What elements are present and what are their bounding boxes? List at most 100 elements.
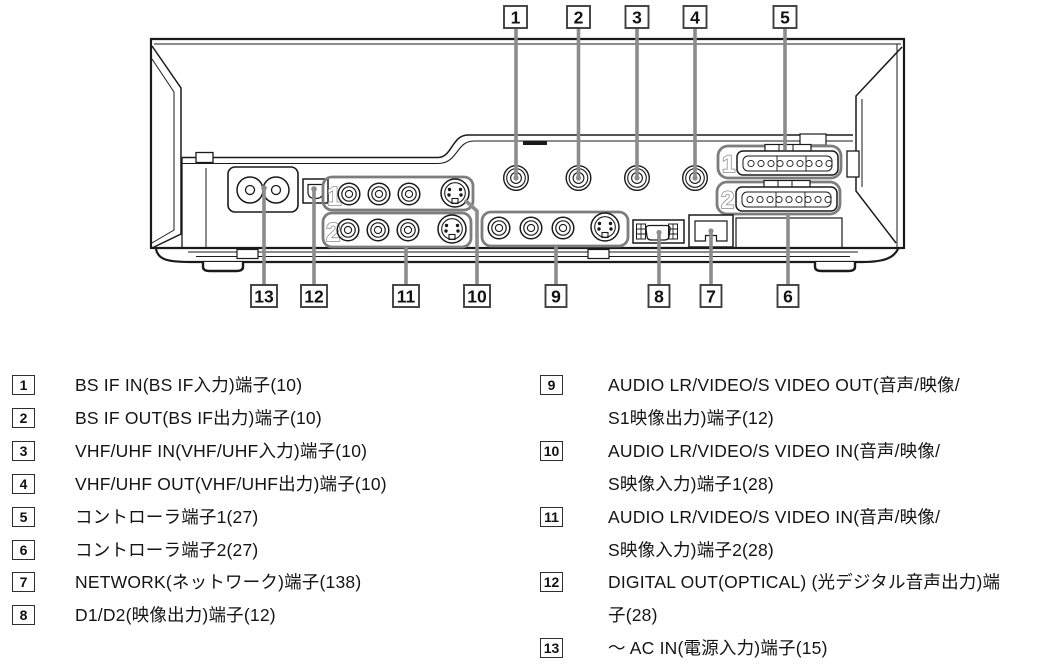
callout-9: 9 [544,284,568,308]
legend-item: 10 AUDIO LR/VIDEO/S VIDEO IN(音声/映像/ S映像入… [540,435,1038,501]
legend-item-text: AUDIO LR/VIDEO/S VIDEO OUT(音声/映像/ S1映像出力… [608,369,960,435]
svg-text:1: 1 [511,8,521,28]
callout-2: 2 [566,5,591,29]
callout-11: 11 [392,284,420,308]
legend-number-badge: 9 [540,375,563,395]
legend-item: 9 AUDIO LR/VIDEO/S VIDEO OUT(音声/映像/ S1映像… [540,369,1038,435]
legend-number-badge: 5 [12,506,35,527]
legend-item-line: S映像入力)端子1(28) [608,473,774,494]
legend-item-text: D1/D2(映像出力)端子(12) [75,605,276,626]
legend-item-line: ～ AC IN(電源入力)端子(15) [608,638,828,659]
callout-7: 7 [699,284,723,308]
legend-item-line: DIGITAL OUT(OPTICAL) (光デジタル音声出力)端 [608,572,1001,593]
callout-leader-lines [262,28,790,285]
legend-item: 2 BS IF OUT(BS IF出力)端子(10) [12,402,492,435]
legend-item-text: コントローラ端子1(27) [75,506,259,527]
callout-10: 10 [463,284,491,308]
controller-terminal-2-label: 2 [721,187,734,214]
callout-1: 1 [503,5,528,29]
legend-item: 4 VHF/UHF OUT(VHF/UHF出力)端子(10) [12,468,492,501]
right-side-flap [855,44,903,248]
svg-text:10: 10 [467,287,487,307]
legend-number-badge: 12 [540,572,563,593]
recess-contour [181,133,860,260]
legend-item: 13 ～ AC IN(電源入力)端子(15) [540,632,1038,665]
rca-jack [366,218,390,242]
av-in-row-2: 2 [321,211,473,249]
rca-jack [396,218,420,242]
callout-3: 3 [624,5,650,29]
legend-item: 12 DIGITAL OUT(OPTICAL) (光デジタル音声出力)端 子(2… [540,566,1038,632]
rca-jack [519,216,543,240]
rca-jack [487,216,511,240]
callouts-bottom: 13 12 11 10 9 8 7 6 [250,284,800,308]
legend-item-text: コントローラ端子2(27) [75,539,259,560]
controller-terminal-1-label: 1 [722,151,735,178]
legend-item-text: VHF/UHF IN(VHF/UHF入力)端子(10) [75,440,368,461]
leader-endpoints [261,175,714,236]
legend-item-text: AUDIO LR/VIDEO/S VIDEO IN(音声/映像/ S映像入力)端… [608,435,940,501]
rca-jack [337,182,361,206]
legend-item: 8 D1/D2(映像出力)端子(12) [12,599,492,632]
legend-number-badge: 1 [12,375,35,395]
svg-text:12: 12 [304,287,324,307]
av-in-row-2-label: 2 [326,217,340,247]
controller-terminal-2: 2 [715,179,842,216]
legend-item-line: 子(28) [608,605,658,626]
av-in-row-1: 1 [321,175,475,212]
svg-text:4: 4 [690,8,700,28]
av-in-row-1-label: 1 [327,181,341,211]
svg-text:7: 7 [706,287,716,307]
rca-jack [367,182,391,206]
legend-item-line: AUDIO LR/VIDEO/S VIDEO IN(音声/映像/ [608,506,941,527]
s-video-connector [440,178,470,208]
callout-13: 13 [250,284,278,308]
svg-text:9: 9 [551,287,561,307]
legend-item: 7 NETWORK(ネットワーク)端子(138) [12,566,492,599]
legend-number-badge: 10 [540,440,563,461]
legend-item: 11 AUDIO LR/VIDEO/S VIDEO IN(音声/映像/ S映像入… [540,501,1038,567]
legend-item-line: AUDIO LR/VIDEO/S VIDEO OUT(音声/映像/ [608,375,960,395]
rca-jack [397,182,421,206]
callout-8: 8 [647,284,671,308]
callout-12: 12 [300,284,328,308]
legend-item: 6 コントローラ端子2(27) [12,534,492,567]
legend-item-text: ～ AC IN(電源入力)端子(15) [608,632,828,665]
legend-number-badge: 6 [12,539,35,560]
legend-number-badge: 2 [12,407,35,428]
legend-right-column: 9 AUDIO LR/VIDEO/S VIDEO OUT(音声/映像/ S1映像… [540,369,1038,665]
legend-number-badge: 7 [12,572,35,593]
callout-4: 4 [682,5,708,29]
legend-item-text: DIGITAL OUT(OPTICAL) (光デジタル音声出力)端 子(28) [608,566,1000,632]
legend-number-badge: 3 [12,440,35,461]
s-video-connector [437,214,467,244]
controller-terminal-1: 1 [716,143,843,180]
legend-number-badge: 11 [540,506,563,527]
svg-text:6: 6 [783,287,793,307]
legend-number-badge: 8 [12,605,35,626]
rca-jack [336,218,360,242]
device-foot-left [201,262,245,273]
legend-item: 5 コントローラ端子1(27) [12,501,492,534]
legend-item-line: AUDIO LR/VIDEO/S VIDEO IN(音声/映像/ [608,440,941,461]
device-foot-right [813,262,857,273]
legend-left-column: 1 BS IF IN(BS IF入力)端子(10) 2 BS IF OUT(BS… [12,369,492,632]
legend-item-text: NETWORK(ネットワーク)端子(138) [75,572,362,593]
legend-number-badge: 13 [540,638,563,659]
legend-item-text: BS IF IN(BS IF入力)端子(10) [75,375,303,395]
rear-panel-diagram-svg: 1 2 1 [149,5,906,308]
callout-5: 5 [772,5,798,29]
legend-item-text: AUDIO LR/VIDEO/S VIDEO IN(音声/映像/ S映像入力)端… [608,501,940,567]
svg-text:5: 5 [780,8,790,28]
svg-text:11: 11 [397,287,416,307]
svg-text:2: 2 [574,8,584,28]
svg-text:13: 13 [254,287,274,307]
rear-panel-diagram: 1 2 1 [149,5,906,308]
s-video-connector [590,212,620,242]
legend-item: 3 VHF/UHF IN(VHF/UHF入力)端子(10) [12,435,492,468]
rca-jack [551,216,575,240]
legend-item-text: VHF/UHF OUT(VHF/UHF出力)端子(10) [75,473,387,494]
svg-text:3: 3 [632,8,642,28]
legend-item-line: S映像入力)端子2(28) [608,539,774,560]
